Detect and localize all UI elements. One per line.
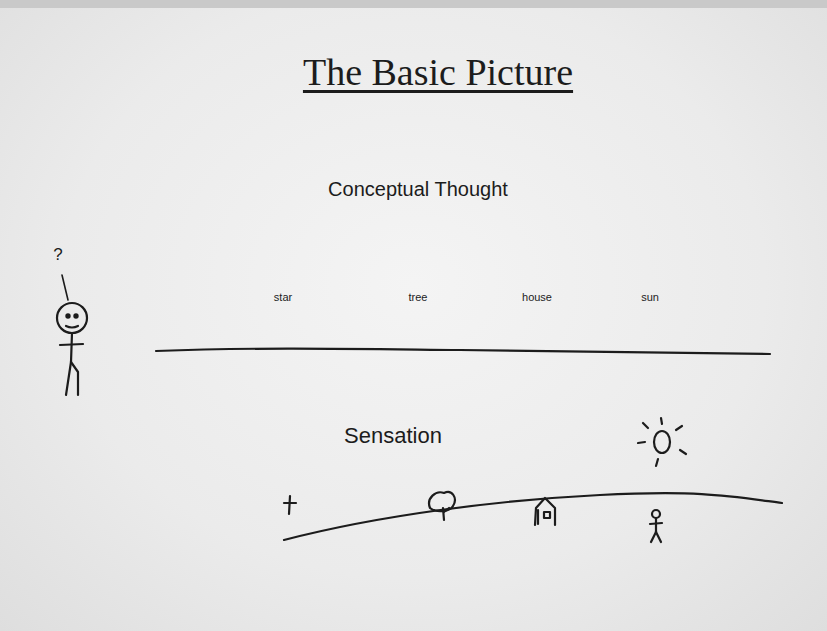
concept-word: house [522, 291, 552, 303]
board-frame [0, 0, 827, 8]
question-mark: ? [53, 246, 62, 265]
concept-word: sun [641, 291, 659, 303]
ground-curve [284, 493, 782, 540]
title: The Basic Picture [303, 52, 573, 94]
person-sketch [650, 510, 662, 542]
level-heading: Sensation [344, 424, 442, 448]
house-sketch [535, 498, 555, 525]
star-sketch [284, 496, 296, 514]
tree-sketch [429, 492, 455, 520]
concept-word: star [274, 291, 292, 303]
thinker-figure [57, 275, 87, 395]
concept-word: tree [409, 291, 428, 303]
sun-sketch [638, 418, 686, 466]
concept-line [156, 349, 770, 354]
level-heading: Conceptual Thought [328, 178, 508, 200]
